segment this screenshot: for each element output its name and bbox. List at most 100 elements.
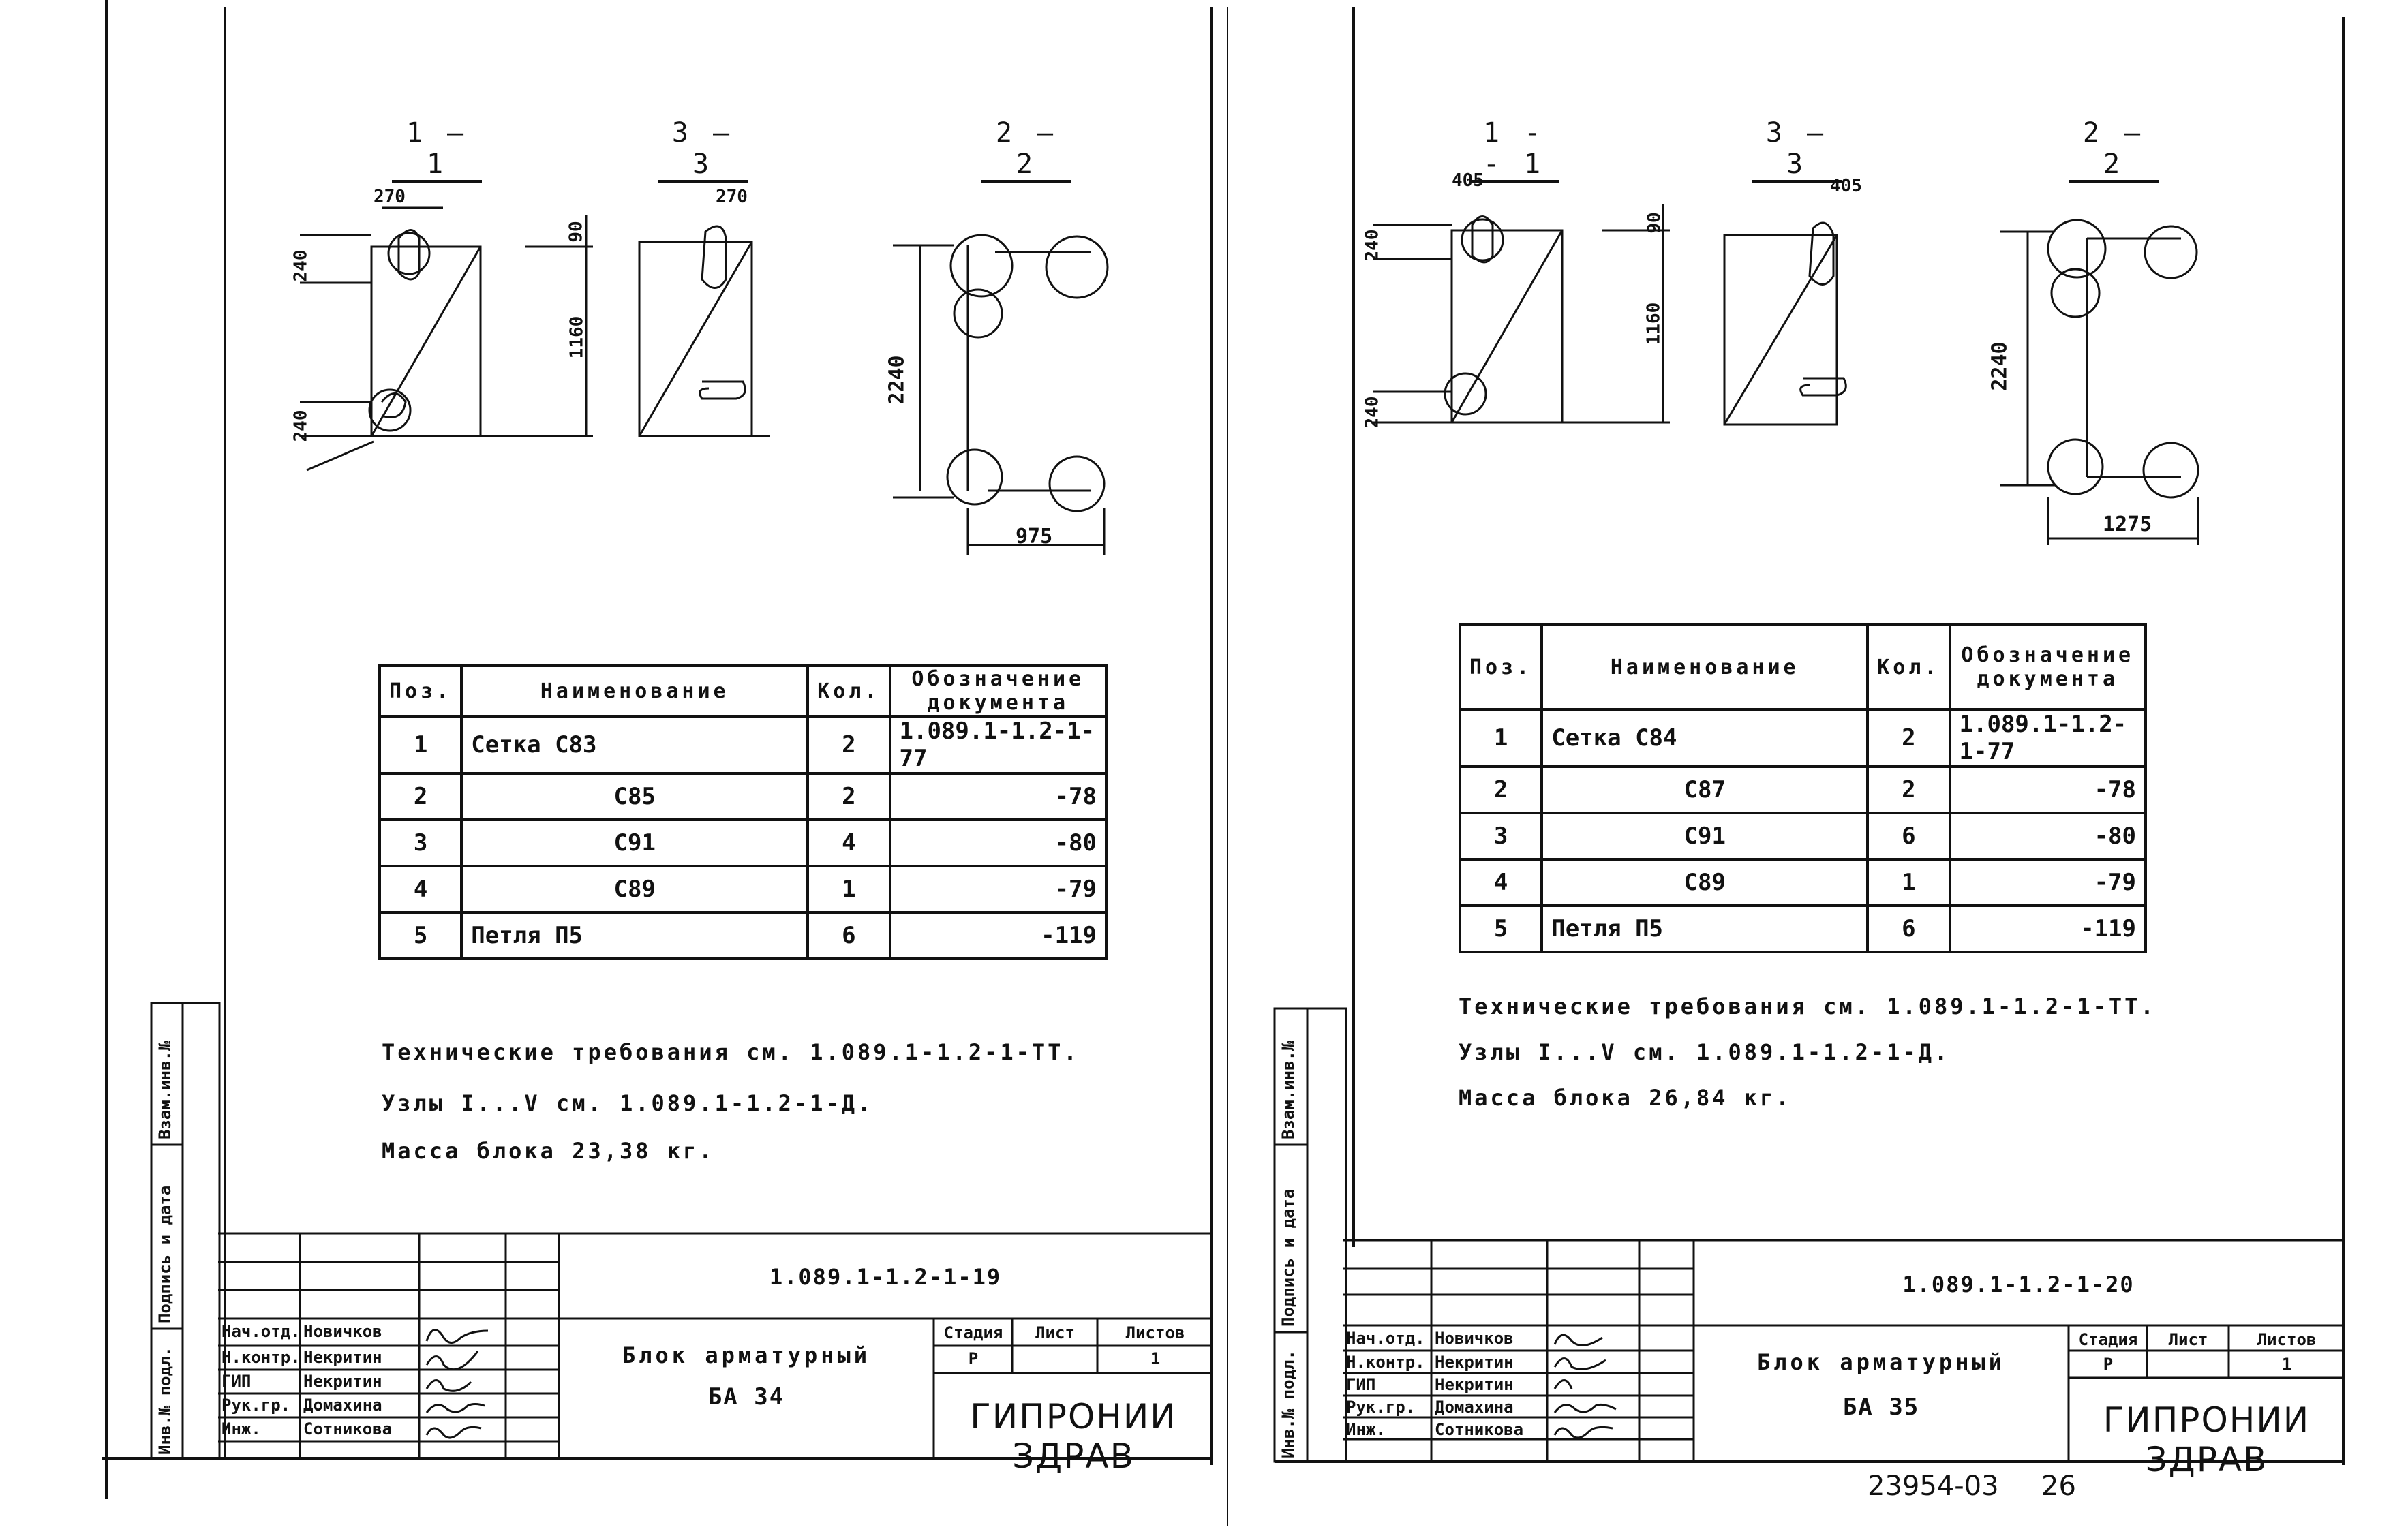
dim-2-2-height: 2240 [885, 355, 909, 405]
dim-2-2-width: 975 [1016, 525, 1053, 549]
dim-end-bottom: 240 [290, 410, 311, 442]
section-title-1-1: 1 -- 1 [1469, 117, 1559, 183]
sheet-label: Лист [2168, 1330, 2208, 1349]
table-row: 1 Сетка С84 2 1.089.1-1.2-1-77 [1458, 708, 2147, 768]
cell-pos: 5 [1458, 904, 1544, 953]
side-label-replace-inv: Взам.инв.№ [155, 1041, 174, 1140]
drawing-frame [1227, 7, 2345, 1526]
dim-top-gap: 90 [566, 221, 587, 243]
note-mass: Масса блока 26,84 кг. [1459, 1085, 1792, 1111]
cell-pos: 4 [1458, 858, 1544, 907]
spec-table: Поз. Наименование Кол. Обозначение докум… [378, 664, 1108, 960]
dim-top-gap: 90 [1644, 212, 1665, 234]
block-title: Блок арматурный [622, 1342, 870, 1368]
note-tech-requirements: Технические требования см. 1.089.1-1.2-1… [1459, 994, 2156, 1019]
cell-name: С91 [1540, 812, 1870, 861]
col-doc: Обозначение документа [1948, 623, 2147, 711]
cell-qty: 2 [1866, 765, 1951, 814]
name-3: Некритин [1435, 1375, 1514, 1394]
col-qty: Кол. [806, 664, 891, 718]
note-tech-requirements: Технические требования см. 1.089.1-1.2-1… [382, 1039, 1080, 1065]
stage-label: Стадия [943, 1323, 1003, 1342]
cell-name: С87 [1540, 765, 1870, 814]
col-name: Наименование [460, 664, 810, 718]
cell-qty: 2 [806, 772, 891, 821]
sheet-ba34: 1 — 1 3 — 3 2 — 2 270 270 90 1160 240 24… [102, 0, 1213, 1499]
cell-qty: 2 [1866, 708, 1951, 768]
role-gip: ГИП [1346, 1375, 1376, 1394]
name-5: Сотникова [303, 1419, 393, 1438]
cell-qty: 2 [806, 715, 891, 775]
sheet-ba35: 1 -- 1 3 — 3 2 — 2 405 405 90 1160 240 2… [1227, 0, 2408, 1540]
cell-name: Петля П5 [460, 911, 810, 960]
block-mark: БА 35 [1842, 1393, 1920, 1421]
dim-width-1-1: 405 [1452, 170, 1484, 191]
cell-doc: -78 [1948, 765, 2147, 814]
doc-code: 1.089.1-1.2-1-20 [1902, 1272, 2135, 1297]
section-title-3-3: 3 — 3 [658, 117, 748, 183]
signatures [1553, 1334, 1617, 1439]
side-label-orig-inv: Инв.№ подл. [1279, 1350, 1298, 1458]
role-engineer: Инж. [222, 1419, 261, 1438]
cell-qty: 1 [1866, 858, 1951, 907]
dim-end-bottom: 240 [1362, 396, 1383, 429]
cell-pos: 4 [378, 865, 463, 914]
archive-number: 23954-03 [1868, 1470, 1999, 1502]
cell-qty: 6 [806, 911, 891, 960]
cell-doc: -80 [888, 818, 1108, 867]
cell-name: Сетка С83 [460, 715, 810, 775]
cell-doc: -79 [888, 865, 1108, 914]
cell-pos: 2 [378, 772, 463, 821]
table-row: 1 Сетка С83 2 1.089.1-1.2-1-77 [378, 715, 1108, 775]
table-row: 3 С91 4 -80 [378, 818, 1108, 867]
table-header-row: Поз. Наименование Кол. Обозначение докум… [378, 664, 1108, 718]
cell-qty: 1 [806, 865, 891, 914]
section-title-2-2: 2 — 2 [981, 117, 1071, 183]
signatures [425, 1329, 489, 1439]
name-4: Домахина [303, 1396, 382, 1415]
role-norm-control: Н.контр. [1346, 1353, 1425, 1372]
stage-value: Р [968, 1349, 979, 1368]
table-row: 4 С89 1 -79 [378, 865, 1108, 914]
cell-doc: -119 [888, 911, 1108, 960]
section-title-2-2: 2 — 2 [2069, 117, 2159, 183]
note-mass: Масса блока 23,38 кг. [382, 1138, 715, 1164]
table-row: 5 Петля П5 6 -119 [378, 911, 1108, 960]
cell-name: С85 [460, 772, 810, 821]
cell-name: С89 [460, 865, 810, 914]
cell-doc: 1.089.1-1.2-1-77 [888, 715, 1108, 775]
col-name: Наименование [1540, 623, 1870, 711]
organization-name: ГИПРОНИИ ЗДРАВ [2103, 1400, 2311, 1479]
page-number: 26 [2041, 1470, 2076, 1502]
dim-height: 1160 [1643, 302, 1664, 345]
cell-doc: 1.089.1-1.2-1-77 [1948, 708, 2147, 768]
side-label-signature-date: Подпись и дата [155, 1185, 174, 1323]
section-title-1-1: 1 — 1 [392, 117, 482, 183]
organization-name: ГИПРОНИИ ЗДРАВ [970, 1397, 1177, 1476]
cell-doc: -80 [1948, 812, 2147, 861]
side-label-replace-inv: Взам.инв.№ [1279, 1041, 1298, 1140]
side-label-signature-date: Подпись и дата [1279, 1188, 1298, 1327]
dim-end-top: 240 [290, 249, 311, 282]
stage-label: Стадия [2078, 1330, 2138, 1349]
role-group-lead: Рук.гр. [1346, 1398, 1416, 1417]
col-doc: Обозначение документа [888, 664, 1108, 718]
spec-table: Поз. Наименование Кол. Обозначение докум… [1458, 623, 2147, 953]
note-nodes: Узлы I...V см. 1.089.1-1.2-1-Д. [382, 1090, 874, 1116]
dim-width-3-3: 270 [716, 187, 748, 207]
col-pos: Поз. [378, 664, 463, 718]
sheet-label: Лист [1035, 1323, 1075, 1342]
name-1: Новичков [1435, 1329, 1514, 1348]
block-title: Блок арматурный [1757, 1349, 2005, 1375]
drawing-frame [102, 0, 1213, 1499]
cell-pos: 5 [378, 911, 463, 960]
role-norm-control: Н.контр. [222, 1348, 301, 1367]
name-3: Некритин [303, 1372, 382, 1391]
role-group-lead: Рук.гр. [222, 1396, 291, 1415]
name-2: Некритин [1435, 1353, 1514, 1372]
dim-2-2-height: 2240 [1987, 341, 2012, 391]
cell-pos: 1 [1458, 708, 1544, 768]
sheets-label: Листов [2257, 1330, 2317, 1349]
cell-pos: 3 [1458, 812, 1544, 861]
cell-name: С91 [460, 818, 810, 867]
